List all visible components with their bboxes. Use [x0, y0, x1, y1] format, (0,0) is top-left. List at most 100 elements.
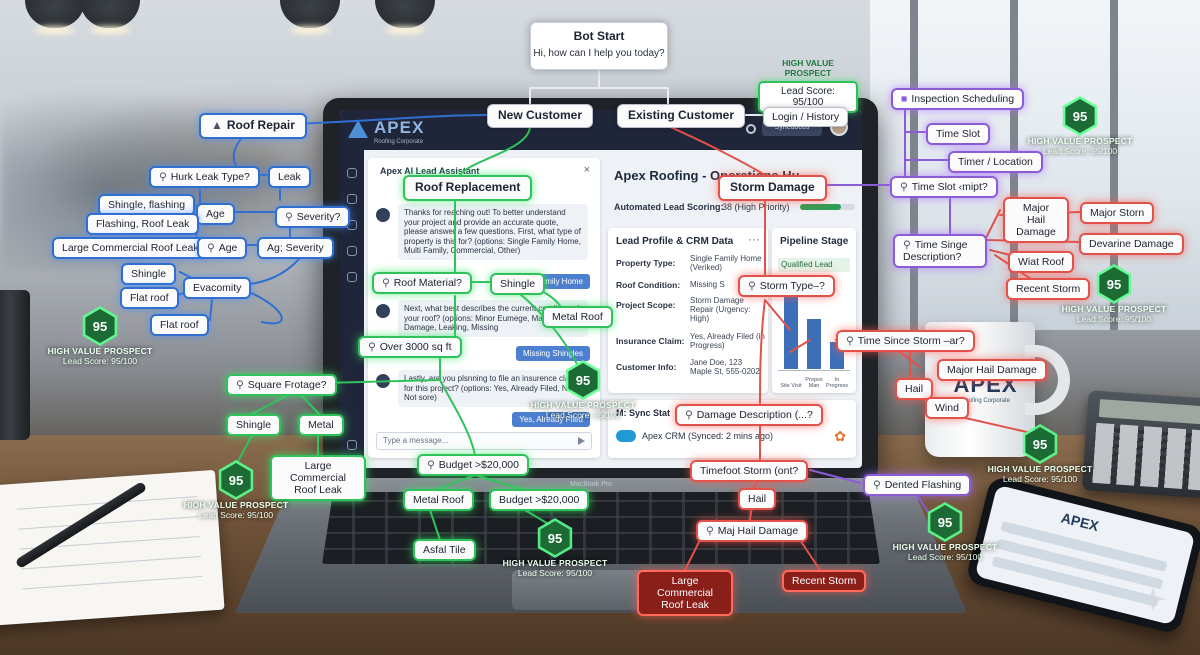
- prospect-badge: 95 HIGH VALUE PROSPECT Lead Score: 95/10…: [40, 306, 160, 366]
- crm-value: Storm Damage Repair (Urgency: High): [690, 296, 751, 324]
- node-timer-location[interactable]: Timer / Location: [948, 151, 1043, 174]
- chat-message: Lastly, are you plsnning to file an insu…: [398, 370, 588, 407]
- lead-score-hex: 95: [568, 363, 598, 397]
- node-hail-mid[interactable]: Hail: [895, 378, 934, 401]
- node-shingle-low[interactable]: Shingle: [226, 414, 282, 437]
- prospect-label: HIGH VALUE PROSPECT: [1061, 304, 1167, 314]
- nav-help-icon[interactable]: [347, 440, 357, 450]
- node-evacomity[interactable]: Evacomity: [183, 277, 252, 300]
- node-time-since-storm[interactable]: ⚲Time Since Storm –ar?: [836, 330, 975, 353]
- node-new-customer[interactable]: New Customer: [487, 104, 594, 128]
- node-roof-material[interactable]: ⚲Roof Material?: [372, 272, 472, 295]
- nav-globe-icon[interactable]: [347, 246, 357, 256]
- node-shingle[interactable]: Shingle: [121, 263, 177, 286]
- chat-reply: Yes, Already Filed: [512, 412, 590, 427]
- nav-chat-icon[interactable]: [347, 194, 357, 204]
- search-icon[interactable]: [746, 124, 756, 134]
- apex-logo: APEX: [348, 118, 424, 138]
- close-icon[interactable]: ×: [583, 164, 590, 176]
- node-recent-storm-r[interactable]: Recent Storm: [1006, 278, 1091, 301]
- search-icon: ⚲: [285, 211, 293, 223]
- node-over-3000[interactable]: ⚲Over 3000 sq ft: [358, 336, 462, 359]
- mug-subtitle: Roofing Corporate: [960, 398, 1011, 404]
- nav-home-icon[interactable]: [347, 168, 357, 178]
- node-time-since-description[interactable]: ⚲Time Singe Description?: [893, 234, 987, 269]
- node-major-hail-mid[interactable]: Major Hail Damage: [937, 359, 1047, 382]
- bot-start-prompt: Hi, how can I help you today?: [533, 48, 665, 59]
- node-timefoot-storm[interactable]: Timefoot Storm (ont?: [690, 460, 809, 483]
- node-large-commercial-low[interactable]: Large Commercial Roof Leak: [270, 455, 366, 502]
- node-roof-repair[interactable]: ▲Roof Repair: [199, 113, 307, 139]
- send-icon[interactable]: [578, 437, 586, 445]
- node-recent-storm-red[interactable]: Recent Storm: [782, 570, 867, 593]
- pipeline-bar-label: Site Visit: [780, 382, 802, 389]
- node-major-hail-damage-r[interactable]: Major Hail Damage: [1003, 197, 1069, 244]
- more-icon[interactable]: ···: [748, 232, 760, 246]
- node-devarine-damage[interactable]: Devarine Damage: [1079, 233, 1184, 256]
- node-metal-low[interactable]: Metal: [298, 414, 344, 437]
- node-dented-flashing[interactable]: ⚲Dented Flashing: [863, 474, 972, 497]
- node-budget[interactable]: ⚲Budget >$20,000: [417, 454, 529, 477]
- prospect-score: Lead Score: 95/100: [1042, 146, 1118, 156]
- crm-value: Single Family Home (Veriked): [690, 254, 762, 273]
- node-login-history[interactable]: Login / History: [763, 107, 849, 128]
- node-age-2[interactable]: ⚲Age: [197, 237, 248, 260]
- sync-status: Apex CRM (Synced: 2 mins ago): [642, 431, 774, 441]
- top-prospect-badge: HIGH VALUE PROSPECT Lead Score: 95/100: [758, 58, 858, 113]
- lead-scoring-value: 38 (High Priority): [722, 202, 790, 212]
- prospect-score: Lead Score: 95/100: [907, 552, 983, 562]
- node-wiat-roof[interactable]: Wiat Roof: [1008, 251, 1075, 274]
- node-leak[interactable]: Leak: [268, 166, 311, 189]
- pipeline-title: Pipeline Stage: [780, 236, 849, 247]
- node-shingle-mid[interactable]: Shingle: [490, 273, 546, 296]
- node-wind-mid[interactable]: Wind: [925, 397, 969, 420]
- node-leak-type[interactable]: ⚲Hurk Leak Type?: [149, 166, 260, 189]
- node-severity[interactable]: ⚲Severity?: [275, 206, 351, 229]
- chat-title: Apex AI Lead Assistant: [380, 166, 480, 176]
- node-flat-roof[interactable]: Flat roof: [120, 287, 179, 310]
- prospect-badge: 95 HIGH VALUE PROSPECT Lead Score: 95/10…: [1054, 264, 1174, 324]
- node-budget-low[interactable]: Budget >$20,000: [489, 489, 590, 512]
- search-icon: ⚲: [846, 335, 854, 347]
- node-age[interactable]: Age: [196, 203, 235, 226]
- node-maj-hail-damage[interactable]: ⚲Maj Hail Damage: [696, 520, 809, 543]
- node-inspection-scheduling[interactable]: ■Inspection Scheduling: [891, 88, 1025, 111]
- chat-input[interactable]: Type a message...: [376, 432, 592, 450]
- search-icon: ⚲: [368, 341, 376, 353]
- crm-value: Jane Doe, 123 Maple St, 555-0202: [690, 358, 760, 377]
- node-large-commercial-leak[interactable]: Large Commercial Roof Leak: [52, 237, 209, 260]
- node-square-footage[interactable]: ⚲Square Frotage?: [226, 374, 337, 397]
- crm-card: Lead Profile & CRM Data ··· Property Typ…: [608, 228, 768, 393]
- node-major-storn[interactable]: Major Storn: [1080, 202, 1155, 225]
- hubspot-icon: ✿: [834, 428, 846, 444]
- brand-name: APEX: [374, 118, 425, 137]
- brand-subtitle: Roofing Corporate: [374, 139, 424, 145]
- node-large-commercial-red[interactable]: Large Commercial Roof Leak: [637, 570, 733, 617]
- prospect-label: HIGH VALUE PROSPECT: [530, 400, 636, 410]
- search-icon: ⚲: [873, 479, 881, 491]
- node-roof-replacement[interactable]: Roof Replacement: [403, 175, 533, 201]
- search-icon: ⚲: [706, 525, 714, 537]
- prospect-label: HIGH VALUE PROSPECT: [892, 542, 998, 552]
- bot-start-node[interactable]: Bot Start Hi, how can I help you today?: [530, 22, 668, 70]
- node-flashing-roof-leak[interactable]: Flashing, Roof Leak: [86, 213, 200, 236]
- node-asfal-tile[interactable]: Asfal Tile: [413, 539, 476, 562]
- node-time-slot[interactable]: Time Slot: [926, 123, 990, 146]
- node-storm-damage[interactable]: Storm Damage: [718, 175, 827, 201]
- prospect-score: Lead Score: 95/100: [62, 356, 138, 366]
- node-flat-roof-2[interactable]: Flat roof: [150, 314, 209, 337]
- pencil-cup: [0, 290, 30, 440]
- node-hail-low[interactable]: Hail: [738, 488, 777, 511]
- search-icon: ⚲: [900, 181, 908, 193]
- crm-key: Customer Info:: [616, 362, 677, 372]
- node-damage-description[interactable]: ⚲Damage Description (...?: [675, 404, 823, 427]
- node-metal-roof-mid[interactable]: Metal Roof: [542, 306, 613, 329]
- node-time-slot-prompt[interactable]: ⚲Time Slot ‹mipt?: [890, 176, 998, 199]
- nav-settings-icon[interactable]: [347, 272, 357, 282]
- crm-key: Property Type:: [616, 258, 676, 268]
- node-storm-type[interactable]: ⚲Storm Type–?: [738, 275, 835, 298]
- node-metal-roof-low[interactable]: Metal Roof: [403, 489, 474, 512]
- node-ag-severity[interactable]: Ag; Severity: [257, 237, 334, 260]
- node-existing-customer[interactable]: Existing Customer: [617, 104, 746, 128]
- lead-scoring-label: Automated Lead Scoring:: [614, 202, 724, 212]
